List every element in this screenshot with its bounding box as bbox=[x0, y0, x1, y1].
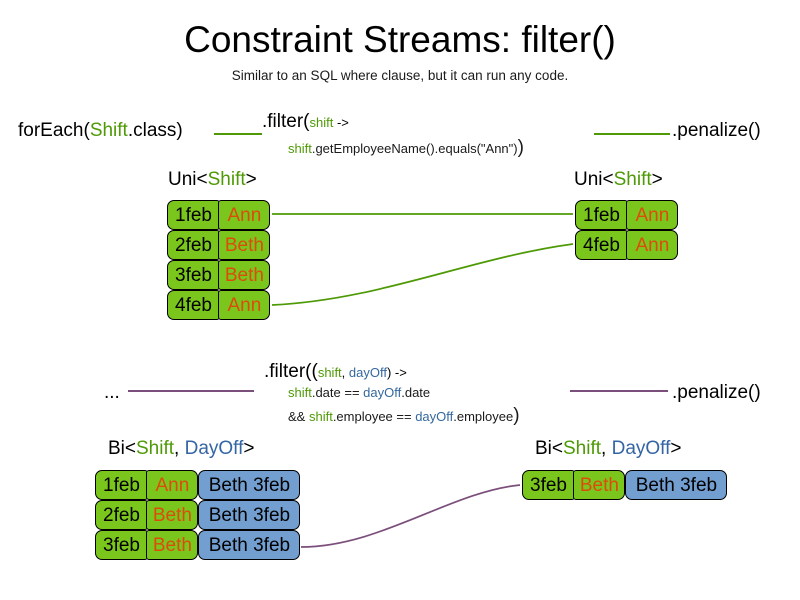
connector-source-to-bifilter bbox=[128, 390, 254, 392]
bi-cond2-var2: dayOff bbox=[415, 409, 454, 424]
bi-cond2-mid: .employee == bbox=[332, 409, 416, 424]
shift-name-cell: Beth bbox=[146, 500, 199, 530]
bi-left-prefix: Bi< bbox=[108, 438, 136, 459]
flow-line-3feb-beth bbox=[300, 484, 521, 548]
shift-date-cell: 2feb bbox=[167, 230, 220, 260]
bi-right-comma: , bbox=[601, 438, 612, 459]
bi-left-comma: , bbox=[174, 438, 185, 459]
connector-filter-to-penalize bbox=[594, 133, 670, 135]
foreach-suffix: .class) bbox=[127, 120, 183, 141]
uni-filter-body: shift.getEmployeeName().equals("Ann")) bbox=[288, 137, 524, 158]
shift-name-cell: Ann bbox=[218, 290, 271, 320]
uni-left-type-label: Uni<Shift> bbox=[168, 168, 257, 191]
uni-left-row-2[interactable]: 3feb Beth bbox=[167, 260, 271, 290]
shift-date-cell: 4feb bbox=[575, 230, 628, 260]
bi-left-type1: Shift bbox=[136, 438, 175, 459]
uni-filter-signature: .filter(shift -> bbox=[262, 110, 349, 134]
uni-left-row-1[interactable]: 2feb Beth bbox=[167, 230, 271, 260]
bi-right-type2: DayOff bbox=[611, 438, 671, 459]
bi-left-type-label: Bi<Shift, DayOff> bbox=[108, 437, 254, 460]
bi-right-suffix: > bbox=[670, 438, 682, 459]
uni-right-suffix: > bbox=[651, 169, 663, 190]
uni-penalize-expression: .penalize() bbox=[672, 120, 761, 141]
bi-filter-signature: .filter((shift, dayOff) -> bbox=[264, 360, 407, 384]
uni-left-prefix: Uni< bbox=[168, 169, 208, 190]
shift-date-cell: 2feb bbox=[95, 500, 148, 530]
foreach-prefix: forEach( bbox=[18, 120, 90, 141]
bi-left-type2: DayOff bbox=[184, 438, 244, 459]
bi-cond1-mid: .date == bbox=[311, 385, 364, 400]
bi-cond1-var1: shift bbox=[288, 385, 312, 400]
shift-date-cell: 4feb bbox=[167, 290, 220, 320]
shift-date-cell: 3feb bbox=[167, 260, 220, 290]
bi-left-row-2[interactable]: 3feb Beth Beth 3feb bbox=[95, 530, 301, 560]
bi-filter-condition-1: shift.date == dayOff.date bbox=[288, 384, 430, 401]
bi-cond1-var2: dayOff bbox=[363, 385, 402, 400]
dayoff-cell: Beth 3feb bbox=[198, 530, 301, 560]
uni-right-type: Shift bbox=[613, 169, 652, 190]
bi-filter-keyword: .filter(( bbox=[264, 361, 318, 382]
shift-date-cell: 3feb bbox=[95, 530, 148, 560]
bi-right-type-label: Bi<Shift, DayOff> bbox=[535, 437, 681, 460]
bi-cond2-end: .employee bbox=[453, 409, 514, 424]
uni-filter-arrow: -> bbox=[333, 115, 349, 130]
bi-cond2-close: ) bbox=[513, 405, 520, 426]
shift-name-cell: Beth bbox=[218, 230, 271, 260]
bi-right-type1: Shift bbox=[563, 438, 602, 459]
shift-name-cell: Ann bbox=[626, 230, 679, 260]
bi-filter-arrow: ) -> bbox=[386, 365, 407, 380]
flow-line-4feb bbox=[271, 243, 574, 306]
dayoff-cell: Beth 3feb bbox=[625, 470, 728, 500]
shift-name-cell: Beth bbox=[146, 530, 199, 560]
shift-name-cell: Ann bbox=[218, 200, 271, 230]
uni-right-prefix: Uni< bbox=[574, 169, 614, 190]
shift-date-cell: 3feb bbox=[522, 470, 575, 500]
connector-foreach-to-filter bbox=[214, 133, 262, 135]
foreach-type: Shift bbox=[89, 120, 128, 141]
bi-cond2-var1: shift bbox=[308, 409, 333, 424]
bi-cond2-and: && bbox=[288, 409, 309, 424]
shift-name-cell: Beth bbox=[573, 470, 626, 500]
shift-date-cell: 1feb bbox=[95, 470, 148, 500]
bi-filter-param1: shift bbox=[317, 365, 342, 380]
page-subtitle: Similar to an SQL where clause, but it c… bbox=[231, 68, 569, 83]
bi-left-row-1[interactable]: 2feb Beth Beth 3feb bbox=[95, 500, 301, 530]
dayoff-cell: Beth 3feb bbox=[198, 470, 301, 500]
uni-left-type: Shift bbox=[207, 169, 246, 190]
uni-filter-keyword: .filter( bbox=[262, 111, 310, 132]
bi-penalize-expression: .penalize() bbox=[672, 382, 761, 403]
uni-right-row-1[interactable]: 4feb Ann bbox=[575, 230, 679, 260]
bi-cond1-end: .date bbox=[401, 385, 431, 400]
shift-name-cell: Ann bbox=[146, 470, 199, 500]
uni-right-row-0[interactable]: 1feb Ann bbox=[575, 200, 679, 230]
bi-filter-comma: , bbox=[341, 365, 349, 380]
uni-left-row-3[interactable]: 4feb Ann bbox=[167, 290, 271, 320]
bi-filter-param2: dayOff bbox=[348, 365, 387, 380]
uni-filter-param: shift bbox=[309, 115, 334, 130]
uni-filter-body-var: shift bbox=[288, 141, 312, 156]
bi-filter-condition-2: && shift.employee == dayOff.employee) bbox=[288, 405, 520, 426]
bi-right-row-0[interactable]: 3feb Beth Beth 3feb bbox=[522, 470, 728, 500]
uni-right-type-label: Uni<Shift> bbox=[574, 168, 663, 191]
uni-left-suffix: > bbox=[245, 169, 257, 190]
uni-left-row-0[interactable]: 1feb Ann bbox=[167, 200, 271, 230]
bi-right-prefix: Bi< bbox=[535, 438, 563, 459]
uni-filter-body-close: ) bbox=[517, 137, 524, 158]
bi-left-row-0[interactable]: 1feb Ann Beth 3feb bbox=[95, 470, 301, 500]
shift-date-cell: 1feb bbox=[167, 200, 220, 230]
dayoff-cell: Beth 3feb bbox=[198, 500, 301, 530]
bi-left-suffix: > bbox=[243, 438, 255, 459]
uni-filter-body-rest: .getEmployeeName().equals("Ann") bbox=[311, 141, 518, 156]
bi-source-ellipsis: ... bbox=[104, 382, 120, 403]
connector-bifilter-to-penalize bbox=[570, 390, 668, 392]
foreach-expression: forEach(Shift.class) bbox=[18, 119, 183, 142]
shift-date-cell: 1feb bbox=[575, 200, 628, 230]
page-title: Constraint Streams: filter() bbox=[184, 19, 616, 60]
shift-name-cell: Ann bbox=[626, 200, 679, 230]
shift-name-cell: Beth bbox=[218, 260, 271, 290]
